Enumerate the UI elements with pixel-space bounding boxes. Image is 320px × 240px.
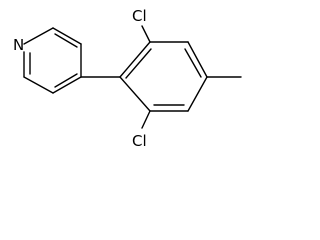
- bond-b1-b2-inner: [125, 48, 152, 79]
- molecule-drawing: N Cl Cl: [13, 7, 242, 150]
- pyridine-ring: [23, 27, 82, 94]
- bond-c2-c3-inner: [54, 33, 78, 48]
- bond-c5-c6: [23, 76, 54, 94]
- bond-b6-b1: [119, 76, 151, 112]
- bond-c4-c5: [52, 76, 82, 94]
- bond-b3-b4: [187, 41, 208, 78]
- bond-b1-b2: [119, 41, 151, 78]
- bond-c4-c5-inner: [54, 73, 78, 88]
- bond-n1-c2: [23, 27, 54, 45]
- benzene-ring: [119, 41, 208, 112]
- bond-cl-bottom: [141, 110, 151, 129]
- atom-label-nitrogen: N: [13, 36, 24, 54]
- atom-label-chlorine-bottom: Cl: [132, 132, 147, 150]
- atom-label-chlorine-top: Cl: [132, 7, 147, 25]
- bond-c2-c3: [52, 27, 82, 45]
- bond-b3-b4-inner: [184, 48, 202, 78]
- bond-b4-b5: [187, 76, 208, 112]
- structure-canvas: N Cl Cl: [13, 7, 242, 150]
- bond-cl-top: [141, 25, 151, 43]
